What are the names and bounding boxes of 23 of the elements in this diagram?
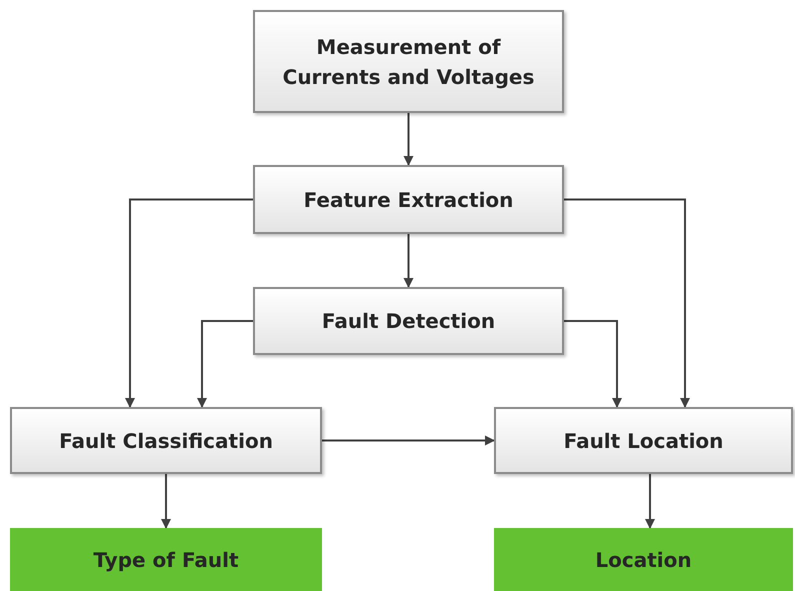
- box-label: Measurement of Currents and Voltages: [282, 34, 536, 90]
- arrow: [322, 436, 495, 446]
- arrow: [197, 320, 253, 408]
- arrow: [564, 320, 622, 408]
- box-label: Location: [595, 546, 692, 574]
- process-box: [494, 407, 793, 474]
- arrow: [564, 198, 690, 408]
- box-label: Fault Classification: [59, 428, 273, 454]
- arrow: [161, 474, 171, 529]
- box-label: Fault Detection: [322, 308, 496, 335]
- arrow: [645, 474, 655, 529]
- arrow: [125, 198, 253, 408]
- result-box: [10, 528, 322, 591]
- process-box: [253, 10, 564, 113]
- box-label: Fault Location: [564, 428, 724, 454]
- arrow: [404, 113, 414, 166]
- process-box: [253, 287, 564, 355]
- box-label: Type of Fault: [93, 546, 239, 574]
- box-label: Feature Extraction: [304, 186, 514, 214]
- result-box: [494, 528, 793, 591]
- process-box: [253, 165, 564, 234]
- process-box: [10, 407, 322, 474]
- arrow: [404, 234, 414, 288]
